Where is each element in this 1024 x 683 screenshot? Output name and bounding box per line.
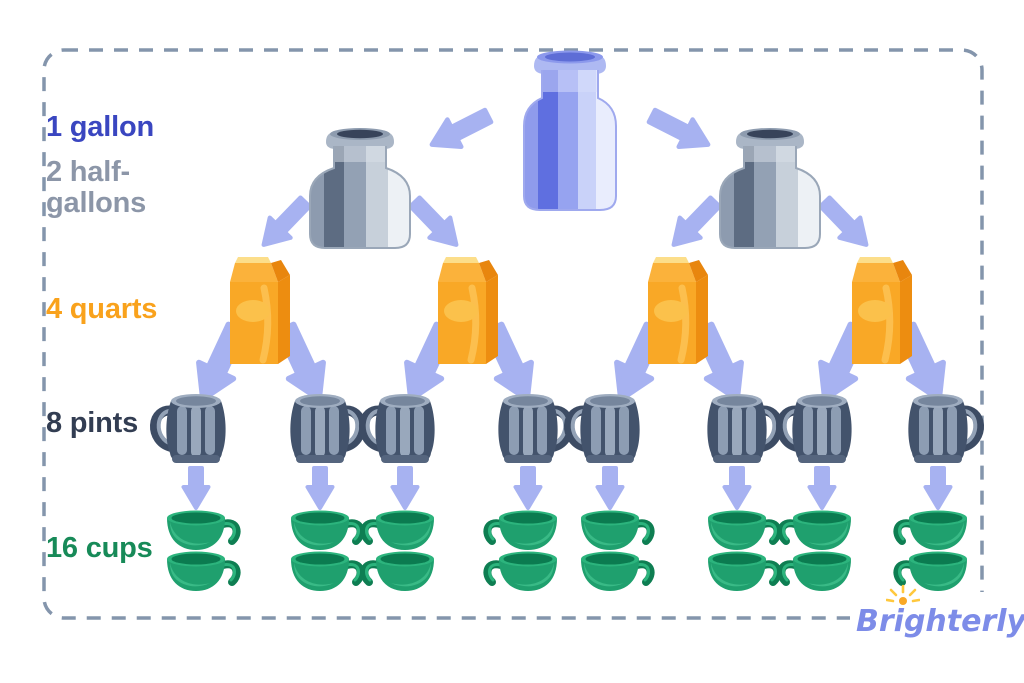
quart-carton-icon [230,257,290,364]
pint-mug-icon [290,394,361,463]
logo-text: Brighterly [856,604,1024,639]
cup-icon [708,511,778,551]
pint-mug-icon [498,394,569,463]
pint-mug-icon [155,394,226,463]
cup-icon [781,511,851,551]
cup-icon [291,552,361,592]
down-arrow [181,466,211,510]
down-arrow [595,466,625,510]
down-arrow [513,466,543,510]
down-arrow [305,466,335,510]
cup-icon [364,511,434,551]
quart-carton-icon [438,257,498,364]
cup-icon [167,552,237,592]
cup-icon [364,552,434,592]
split-arrow [663,192,725,255]
dashed-border [42,48,984,620]
split-arrow [425,102,495,158]
cup-icon [487,552,557,592]
split-arrow [405,192,467,255]
label-4-quarts: 4 quarts [46,293,158,325]
label-16-cups: 16 cups [46,532,153,564]
quart-carton-icon [852,257,912,364]
down-arrow [807,466,837,510]
quart-carton-icon [648,257,708,364]
gallon-jug-icon [524,51,616,215]
cup-icon [167,511,237,551]
label-2-half-gallons: 2 half-gallons [46,156,147,219]
down-arrow [722,466,752,510]
cup-icon [897,511,967,551]
split-arrow [815,192,877,255]
sun-icon [886,584,920,605]
pint-mug-icon [569,394,640,463]
pint-mug-icon [707,394,778,463]
cup-icon [581,511,651,551]
label-8-pints: 8 pints [46,407,139,439]
split-arrow [253,192,315,255]
cup-icon [291,511,361,551]
cup-icon [781,552,851,592]
half-gallon-can-icon [720,128,820,248]
down-arrow [923,466,953,510]
down-arrow [390,466,420,510]
label-1-gallon: 1 gallon [46,111,154,143]
split-arrow [645,102,715,158]
cup-icon [487,511,557,551]
cup-icon [581,552,651,592]
cup-icon [708,552,778,592]
pint-mug-icon [364,394,435,463]
half-gallon-can-icon [310,128,410,248]
pint-mug-icon [908,394,979,463]
brighterly-logo: Brighterly [850,584,1024,660]
pint-mug-icon [781,394,852,463]
